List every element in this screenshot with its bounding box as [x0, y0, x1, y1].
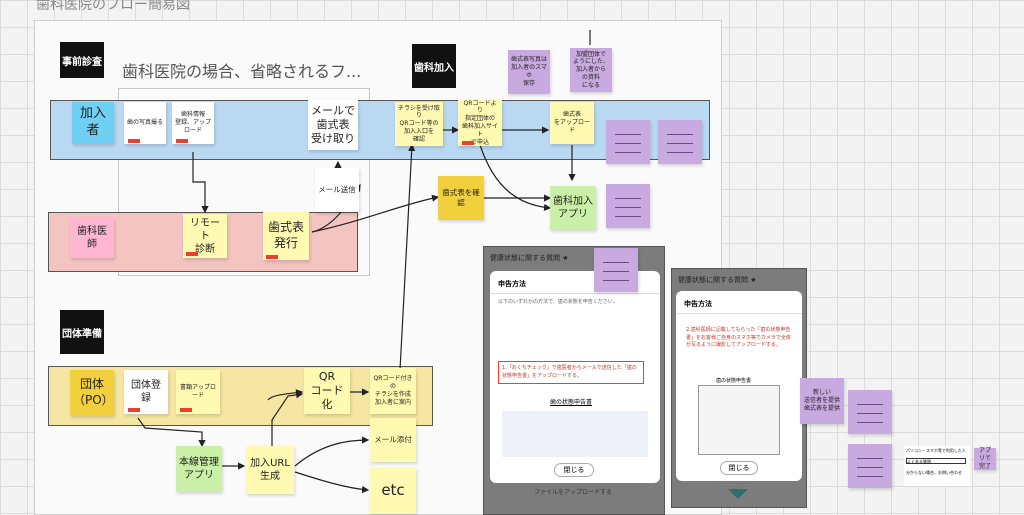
small-info-card: パソコン・スマホ等で利用した人 よくある質問 分からない場合、お問い合わせ [904, 446, 970, 486]
note-remote-exam[interactable]: リモート 診断 [183, 214, 227, 258]
red-marker [186, 252, 198, 256]
phone1-intro: 以下のいずれかの方法で、歯の状態を申告ください。 [498, 299, 618, 305]
note-dental-upload[interactable]: 歯科情報 登録、アップロード [172, 102, 214, 144]
note-etc[interactable]: etc [370, 468, 416, 514]
phone-mockup-1: 健康状態に関する質問 ★ 申告方法 以下のいずれかの方法で、歯の状態を申告くださ… [483, 246, 665, 515]
section-tag-pre-exam: 事前診査 [60, 42, 104, 78]
down-arrow-icon [728, 489, 748, 499]
note-issue-chart[interactable]: 歯式表 発行 [263, 212, 309, 260]
purple-note-lines[interactable] [594, 248, 638, 292]
phone-mockup-2: 健康状態に関する質問 ★ 申告方法 2.歯科医師に記載してもらった「歯の状態申告… [671, 268, 807, 508]
purple-note-lines[interactable] [848, 390, 892, 434]
note-qr-flyer-access[interactable]: チラシを受け取り QRコード等の 加入入口を 確認 [395, 102, 443, 146]
red-marker [128, 408, 140, 412]
red-marker [176, 139, 188, 143]
phone1-modal-title: 申告方法 [498, 280, 526, 288]
phone2-header: 健康状態に関する質問 ★ [678, 276, 757, 284]
purple-note-lines[interactable] [848, 444, 892, 488]
phone2-modal: 申告方法 2.歯科医師に記載してもらった「歯の状態申告書」をお客様ご自身のスマホ… [676, 291, 802, 481]
red-marker [180, 408, 192, 412]
note-main-app[interactable]: 本線管理 アプリ [176, 446, 222, 492]
red-marker [128, 139, 140, 143]
note-purple-right-note[interactable]: アプリで 完了 [974, 447, 996, 470]
lane-label-organization[interactable]: 団体 （PO） [70, 370, 114, 416]
purple-note-lines[interactable] [658, 120, 702, 164]
section-tag-org-prep: 団体準備 [60, 310, 104, 354]
note-mail-send[interactable]: メール送信 [315, 168, 359, 212]
note-dental-join-app[interactable]: 歯科加入 アプリ [550, 186, 596, 230]
phone1-doc-title: 歯の状態申告書 [550, 399, 593, 406]
note-purple-right-small[interactable]: 新しい 送信者を提供 歯式表を提供 [800, 378, 844, 424]
omitted-label: 歯科医院の場合、省略されるフ... [122, 62, 362, 81]
board-title: 歯科医院のフロー簡易図 [36, 0, 190, 13]
small-card-line2[interactable]: よくある質問 [906, 458, 966, 464]
note-document-upload[interactable]: 書類アップロード [176, 370, 220, 414]
phone2-body: 2.歯科医師に記載してもらった「歯の状態申告書」をお客様ご自身のスマホ等でカメラ… [686, 327, 791, 348]
note-purple-top-right[interactable]: 加盟団体で ようにした、 加入者から の資料 になる [570, 48, 612, 92]
note-qr-flyer-create[interactable]: QRコード付きの チラシを作成 加入者に案内 [370, 368, 416, 414]
phone2-close-button[interactable]: 閉じる [720, 461, 758, 475]
note-mail-attach[interactable]: メール添付 [370, 418, 416, 462]
phone1-header: 健康状態に関する質問 ★ [490, 254, 569, 262]
phone1-highlight: 1.「おくちチェック」で歯医者からメールで送信した「歯の状態申告書」をアップロー… [498, 361, 644, 384]
note-qr-join-site[interactable]: QRコードより 指定団体の 歯科加入サイト で申込 [458, 100, 502, 146]
red-marker [266, 255, 278, 259]
omitted-region [118, 88, 370, 276]
divider [490, 293, 660, 294]
small-card-line1: パソコン・スマホ等で利用した人 [906, 448, 966, 453]
phone2-doc-preview [698, 385, 780, 455]
phone1-close-button[interactable]: 閉じる [554, 463, 594, 477]
red-marker [462, 141, 474, 145]
section-tag-enrollment: 歯科加入 [412, 44, 456, 88]
phone2-doc-title: 歯の状態申告書 [716, 378, 752, 384]
phone1-doc-preview [502, 411, 648, 457]
phone2-modal-title: 申告方法 [684, 300, 712, 308]
note-confirm-chart[interactable]: 歯式表を確認 [438, 176, 484, 220]
note-tooth-photo[interactable]: 歯の写真撮る [124, 102, 166, 144]
note-chart-upload[interactable]: 歯式表 をアップロード [550, 102, 594, 144]
divider [676, 313, 802, 314]
note-receive-chart-mail[interactable]: メールで 歯式表 受け取り [308, 100, 358, 150]
note-join-url[interactable]: 加入URL 生成 [246, 446, 294, 494]
note-group-registration[interactable]: 団体登録 [124, 370, 168, 414]
lane-label-dentist[interactable]: 歯科医師 [70, 218, 114, 258]
purple-note-lines[interactable] [606, 120, 650, 164]
lane-label-subscriber[interactable]: 加入者 [72, 102, 114, 144]
note-photo-save[interactable]: 歯式表写真は 加入者のスマホ 保存 [508, 50, 550, 94]
note-qr-code[interactable]: QR コード化 [304, 368, 350, 414]
small-card-line3: 分からない場合、お問い合わせ [906, 470, 962, 475]
phone1-modal: 申告方法 以下のいずれかの方法で、歯の状態を申告ください。 1.「おくちチェック… [490, 271, 660, 483]
purple-note-lines[interactable] [606, 184, 650, 228]
phone1-footer[interactable]: ファイルをアップロードする [534, 489, 613, 496]
